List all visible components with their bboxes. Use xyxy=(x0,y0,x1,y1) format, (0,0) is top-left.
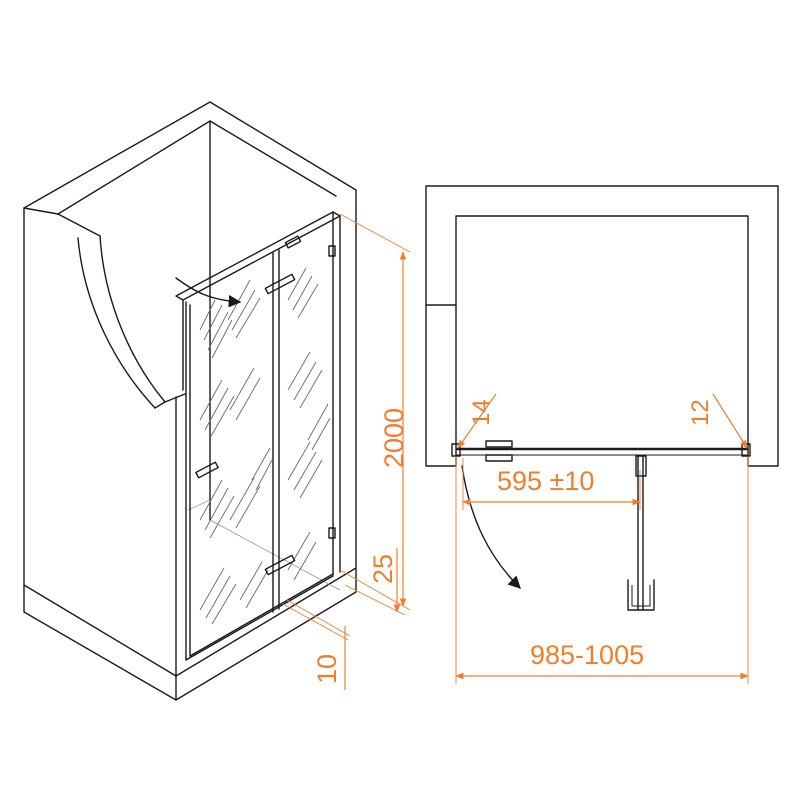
niche-walls xyxy=(23,101,357,701)
upper-handle-icon xyxy=(264,273,296,295)
dim-profile: 10 xyxy=(312,654,342,684)
plan-swing-arrow-icon xyxy=(461,465,521,589)
wall-hinge-bottom-icon xyxy=(328,527,336,539)
glass-hatching xyxy=(199,267,331,625)
iso-dimensions xyxy=(282,213,411,690)
dim-left-gap: 14 xyxy=(468,399,495,426)
plan-handle-top-icon xyxy=(485,440,513,448)
lower-handle-icon xyxy=(264,554,296,576)
door-hardware xyxy=(195,235,336,576)
top-hinge-icon xyxy=(284,235,302,249)
dim-right-gap: 12 xyxy=(687,399,714,426)
plan-view: 595 ±10 985-1005 14 12 xyxy=(425,185,779,684)
iso-swing-arrow-icon xyxy=(175,277,242,308)
plan-handle-bottom-icon xyxy=(485,454,513,462)
dim-total-width: 985-1005 xyxy=(530,640,644,670)
isometric-view: 2000 25 10 xyxy=(23,101,411,701)
wall-hinge-top-icon xyxy=(328,245,336,257)
plan-door xyxy=(451,440,751,611)
dim-bottom-gap: 25 xyxy=(368,554,398,584)
knob-icon xyxy=(195,461,219,479)
dim-height: 2000 xyxy=(379,408,409,468)
plan-dimensions xyxy=(455,393,749,684)
door-frame xyxy=(175,211,341,661)
dim-door-opening: 595 ±10 xyxy=(497,466,594,496)
plan-walls xyxy=(425,185,779,467)
